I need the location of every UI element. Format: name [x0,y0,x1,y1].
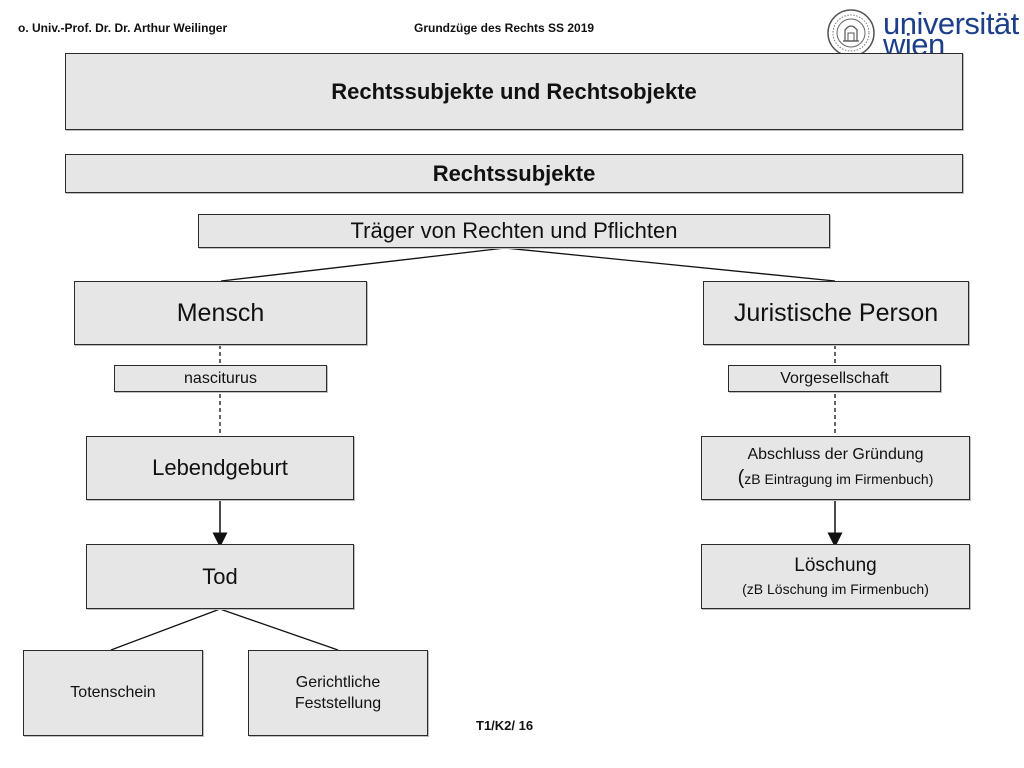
node-gruendung-line1: Abschluss der Gründung [747,445,924,463]
node-gerichtliche-feststellung: Gerichtliche Feststellung [248,650,428,736]
node-loeschung-line1: Löschung [794,555,877,577]
node-gruendung-paren: ( [737,467,745,490]
definition-box: Träger von Rechten und Pflichten [198,214,830,248]
page-reference: T1/K2/ 16 [476,718,534,733]
header-author: o. Univ.-Prof. Dr. Dr. Arthur Weilinger [18,21,228,35]
node-feststellung-line2: Feststellung [294,695,382,712]
node-juristische-person: Juristische Person [703,281,969,345]
connector-definition-to-jp [504,247,836,282]
node-abschluss-gruendung: Abschluss der Gründung (zB Eintragung im… [701,436,970,500]
node-gruendung-line2: zB Eintragung im Firmenbuch) [744,471,934,488]
header-course: Grundzüge des Rechts SS 2019 [414,21,595,35]
node-vorgesellschaft-label: Vorgesellschaft [780,369,889,387]
node-loeschung-line2: (zB Löschung im Firmenbuch) [742,581,929,597]
connector-tod-to-feststellung [219,608,339,651]
connector-tod-to-totenschein [110,608,221,651]
node-nasciturus: nasciturus [114,365,327,392]
definition-text: Träger von Rechten und Pflichten [350,218,678,243]
node-loeschung: Löschung (zB Löschung im Firmenbuch) [701,544,970,609]
logo-wordmark-line1: universität [883,6,1019,41]
node-tod: Tod [86,544,354,609]
section-title: Rechtssubjekte [432,160,596,186]
node-mensch-label: Mensch [176,298,265,327]
main-title: Rechtssubjekte und Rechtsobjekte [331,78,697,104]
node-nasciturus-label: nasciturus [184,369,257,387]
node-vorgesellschaft: Vorgesellschaft [728,365,941,392]
node-lebendgeburt: Lebendgeburt [86,436,354,500]
node-totenschein-label: Totenschein [70,684,156,701]
node-feststellung-line1: Gerichtliche [295,674,381,691]
section-title-box: Rechtssubjekte [65,154,963,193]
main-title-box: Rechtssubjekte und Rechtsobjekte [65,53,963,130]
node-mensch: Mensch [74,281,367,345]
node-totenschein: Totenschein [23,650,203,736]
node-lebendgeburt-label: Lebendgeburt [152,455,288,480]
connector-definition-to-mensch [220,247,506,282]
node-juristische-person-label: Juristische Person [733,298,939,327]
node-tod-label: Tod [202,563,238,589]
